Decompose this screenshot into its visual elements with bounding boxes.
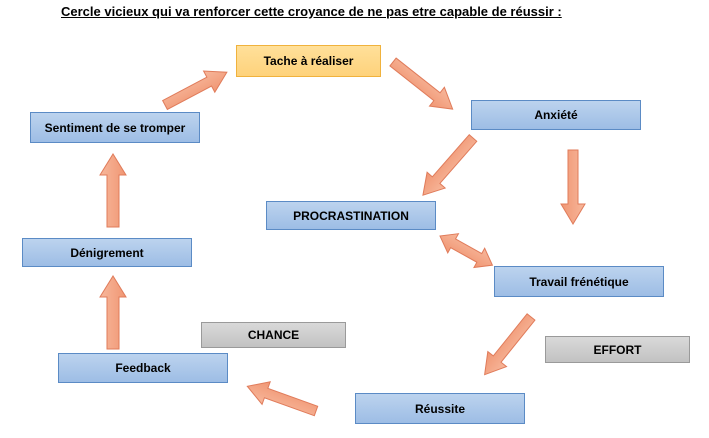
node-effort: EFFORT: [545, 336, 690, 363]
arrow-denigrement-to-sentiment: [99, 153, 127, 228]
arrow-tache-to-anxiete: [389, 57, 454, 110]
arrow-anxiete-to-travail: [560, 149, 586, 225]
node-chance: CHANCE: [201, 322, 346, 348]
arrow-feedback-to-denigrement: [99, 275, 127, 350]
node-tache-a-realiser: Tache à réaliser: [236, 45, 381, 77]
arrow-anxiete-to-procrastination: [422, 134, 478, 196]
diagram-title: Cercle vicieux qui va renforcer cette cr…: [61, 4, 562, 19]
node-denigrement: Dénigrement: [22, 238, 192, 267]
node-sentiment-de-se-tromper: Sentiment de se tromper: [30, 112, 200, 143]
node-anxiete: Anxiété: [471, 100, 641, 130]
node-reussite: Réussite: [355, 393, 525, 424]
node-travail-frenetique: Travail frénétique: [494, 266, 664, 297]
node-procrastination: PROCRASTINATION: [266, 201, 436, 230]
arrow-reussite-to-feedback: [246, 381, 319, 417]
arrow-travail-to-reussite: [484, 313, 536, 376]
arrow-procrastination-travail-bidirectional: [439, 233, 494, 269]
arrow-sentiment-to-tache: [161, 70, 228, 111]
node-feedback: Feedback: [58, 353, 228, 383]
